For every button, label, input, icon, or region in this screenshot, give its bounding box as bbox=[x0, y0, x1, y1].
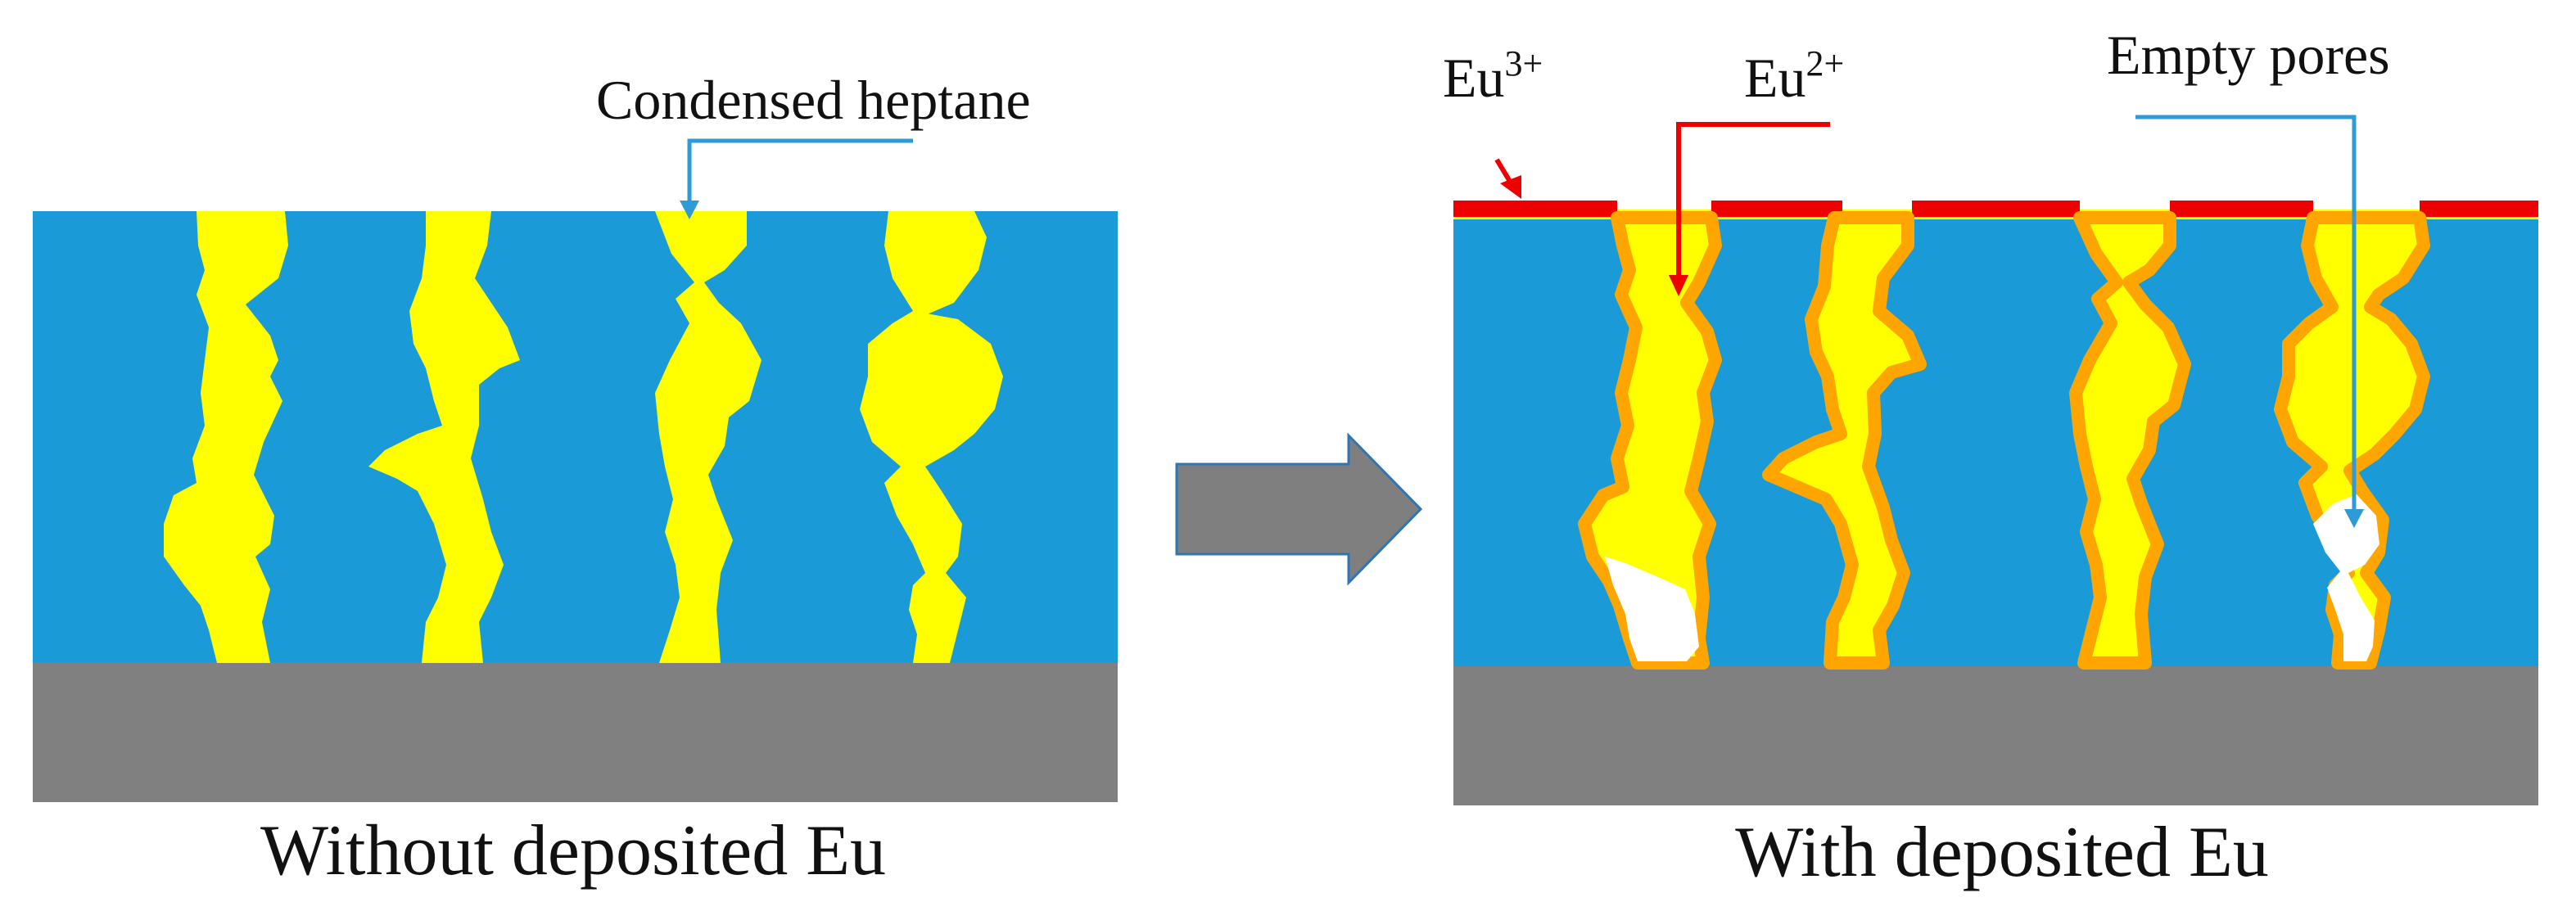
eu3-segment-2 bbox=[1711, 201, 1842, 217]
eu3-segment-5 bbox=[2420, 201, 2538, 217]
right-substrate bbox=[1453, 666, 2538, 805]
right-empty-pore-1 bbox=[1605, 557, 1699, 661]
left-pore-2 bbox=[368, 211, 520, 663]
left-panel: Condensed heptane Without deposited Eu bbox=[33, 69, 1118, 891]
eu2-label-sup: 2+ bbox=[1806, 43, 1845, 83]
left-pore-3 bbox=[655, 211, 762, 663]
eu2-leader bbox=[1676, 122, 1830, 285]
right-caption: With deposited Eu bbox=[1735, 813, 2268, 892]
eu3-segment-4 bbox=[2170, 201, 2313, 217]
condensed-heptane-arrowhead bbox=[680, 201, 699, 219]
right-panel: Eu3+ Eu2+ Empty pores With deposited Eu bbox=[1443, 24, 2538, 892]
transition-arrow bbox=[1175, 432, 1423, 586]
left-pore-4 bbox=[860, 211, 1003, 663]
right-empty-pore-2 bbox=[2313, 494, 2379, 661]
right-pore-2 bbox=[1762, 211, 1927, 670]
eu2-arrowhead bbox=[1669, 275, 1688, 296]
eu2-label-base: Eu bbox=[1744, 47, 1806, 109]
condensed-heptane-label: Condensed heptane bbox=[596, 69, 1031, 131]
right-pore-3 bbox=[2069, 211, 2191, 670]
eu2-label: Eu2+ bbox=[1744, 43, 1844, 109]
eu3-label-sup: 3+ bbox=[1505, 43, 1543, 83]
right-pore-1 bbox=[1578, 211, 1722, 670]
eu3-label: Eu3+ bbox=[1443, 43, 1543, 109]
left-pore-1 bbox=[164, 211, 288, 663]
eu3-segment-3 bbox=[1912, 201, 2080, 217]
empty-pores-leader bbox=[2135, 115, 2357, 516]
eu3-segment-1 bbox=[1453, 201, 1617, 217]
eu3-arrowhead bbox=[1500, 175, 1521, 199]
left-caption: Without deposited Eu bbox=[260, 811, 886, 891]
eu3-label-base: Eu bbox=[1443, 47, 1505, 109]
empty-pores-arrowhead bbox=[2344, 509, 2364, 528]
empty-pores-label: Empty pores bbox=[2107, 24, 2390, 86]
condensed-heptane-leader bbox=[687, 138, 913, 211]
left-substrate bbox=[33, 663, 1118, 802]
